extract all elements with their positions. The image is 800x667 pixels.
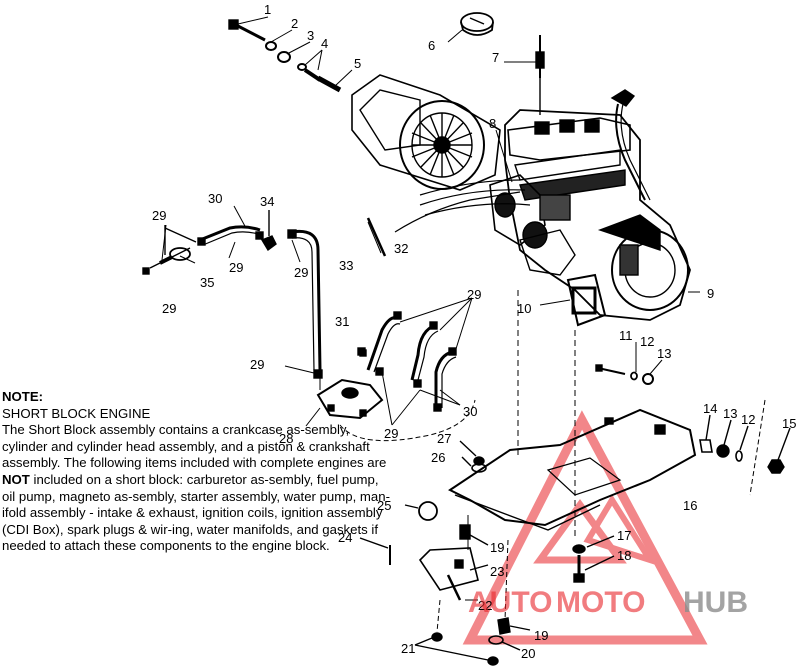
watermark-hub: HUB [683, 586, 748, 619]
note-subtitle: SHORT BLOCK ENGINE [2, 405, 151, 421]
label-9: 9 [707, 286, 714, 301]
nut-13-right [716, 419, 732, 458]
bolt-11 [595, 364, 626, 375]
label-28: 28 [279, 431, 293, 446]
washer-26 [461, 456, 487, 473]
pin-5 [316, 75, 342, 93]
note-title: NOTE: [2, 389, 44, 404]
bolt-1 [228, 19, 266, 42]
label-31: 31 [335, 314, 349, 329]
label-22: 22 [478, 598, 492, 613]
label-1: 1 [264, 2, 271, 17]
label-5: 5 [354, 56, 361, 71]
fuel-line-30-vertical [287, 229, 323, 379]
label-15: 15 [782, 416, 796, 431]
fuel-pump-28 [316, 378, 384, 420]
label-29-a: 29 [152, 208, 166, 223]
bolt-33 [366, 217, 387, 257]
plug-wire [610, 89, 651, 201]
grommet-25 [404, 501, 438, 521]
clip-31 [357, 347, 366, 356]
label-29-b: 29 [229, 260, 243, 275]
label-13-top: 13 [657, 346, 671, 361]
label-21: 21 [401, 641, 415, 656]
label-11: 11 [619, 328, 633, 343]
label-12-top: 12 [640, 334, 654, 349]
nut-21 [414, 632, 499, 666]
washer-3 [277, 51, 291, 63]
label-30-top: 30 [208, 191, 222, 206]
stud-24 [359, 537, 391, 565]
label-8: 8 [489, 116, 496, 131]
leader-lines [161, 16, 700, 427]
nut-15 [767, 427, 791, 474]
spacer-14 [699, 414, 713, 453]
bracket-23 [418, 547, 489, 591]
washer-12-right [735, 425, 749, 462]
label-19-upper: 19 [490, 540, 504, 555]
watermark-text: AUTO MOTO HUB [468, 586, 748, 619]
nut-13 [642, 373, 654, 385]
label-29-e: 29 [467, 287, 481, 302]
note-body-2: included on a short block: carburetor as… [2, 471, 390, 554]
label-34: 34 [260, 194, 274, 209]
label-33: 33 [339, 258, 353, 273]
label-32: 32 [394, 241, 408, 256]
fuel-line-30-upper [197, 225, 264, 246]
label-18: 18 [617, 548, 631, 563]
short-block-note: NOTE: SHORT BLOCK ENGINE The Short Block… [2, 389, 392, 555]
washer-12 [630, 371, 638, 381]
engine-block [419, 109, 691, 327]
fuel-filter-35 [142, 247, 191, 275]
note-body-not: NOT [2, 471, 30, 487]
oil-cap-6 [460, 12, 494, 36]
engine-mount-dashed-lines [517, 290, 576, 540]
isolator-19 [459, 515, 489, 550]
nut-27 [459, 440, 485, 466]
washer-20 [488, 635, 521, 651]
part-labels: 1 2 3 4 5 6 7 8 9 10 11 12 13 14 13 12 1… [152, 2, 796, 661]
label-24: 24 [338, 530, 352, 545]
label-12-right: 12 [741, 412, 755, 427]
label-20: 20 [521, 646, 535, 661]
isolator-19-lower [497, 617, 531, 635]
washer-2 [265, 41, 277, 51]
label-6: 6 [428, 38, 435, 53]
label-2: 2 [291, 16, 298, 31]
pin-4 [297, 63, 322, 82]
bolt-18 [573, 555, 615, 583]
label-29-f: 29 [250, 357, 264, 372]
label-29-c: 29 [294, 265, 308, 280]
watermark-moto: MOTO [556, 586, 645, 619]
label-3: 3 [307, 28, 314, 43]
label-17: 17 [617, 528, 631, 543]
note-body-1: The Short Block assembly contains a cran… [2, 422, 387, 471]
label-35: 35 [200, 275, 214, 290]
clamps-29 [164, 225, 197, 255]
tee-fitting-34 [260, 210, 277, 252]
label-19-lower: 19 [534, 628, 548, 643]
oil-line-32 [394, 191, 521, 233]
label-13-right: 13 [723, 406, 737, 421]
recoil-starter-assembly [351, 74, 501, 191]
label-29-d: 29 [162, 301, 176, 316]
label-14: 14 [703, 401, 717, 416]
label-10: 10 [517, 301, 531, 316]
label-25: 25 [377, 498, 391, 513]
spark-plug-7 [535, 35, 545, 78]
washer-17 [572, 535, 615, 554]
label-23: 23 [490, 564, 504, 579]
label-29-g: 29 [384, 426, 398, 441]
label-30-right: 30 [463, 404, 477, 419]
label-16: 16 [683, 498, 697, 513]
watermark-auto: AUTO [468, 586, 552, 619]
bolt-22 [446, 574, 462, 601]
label-26: 26 [431, 450, 445, 465]
label-7: 7 [492, 50, 499, 65]
label-27: 27 [437, 431, 451, 446]
label-4: 4 [321, 36, 328, 51]
mounting-plate-16 [448, 408, 697, 531]
